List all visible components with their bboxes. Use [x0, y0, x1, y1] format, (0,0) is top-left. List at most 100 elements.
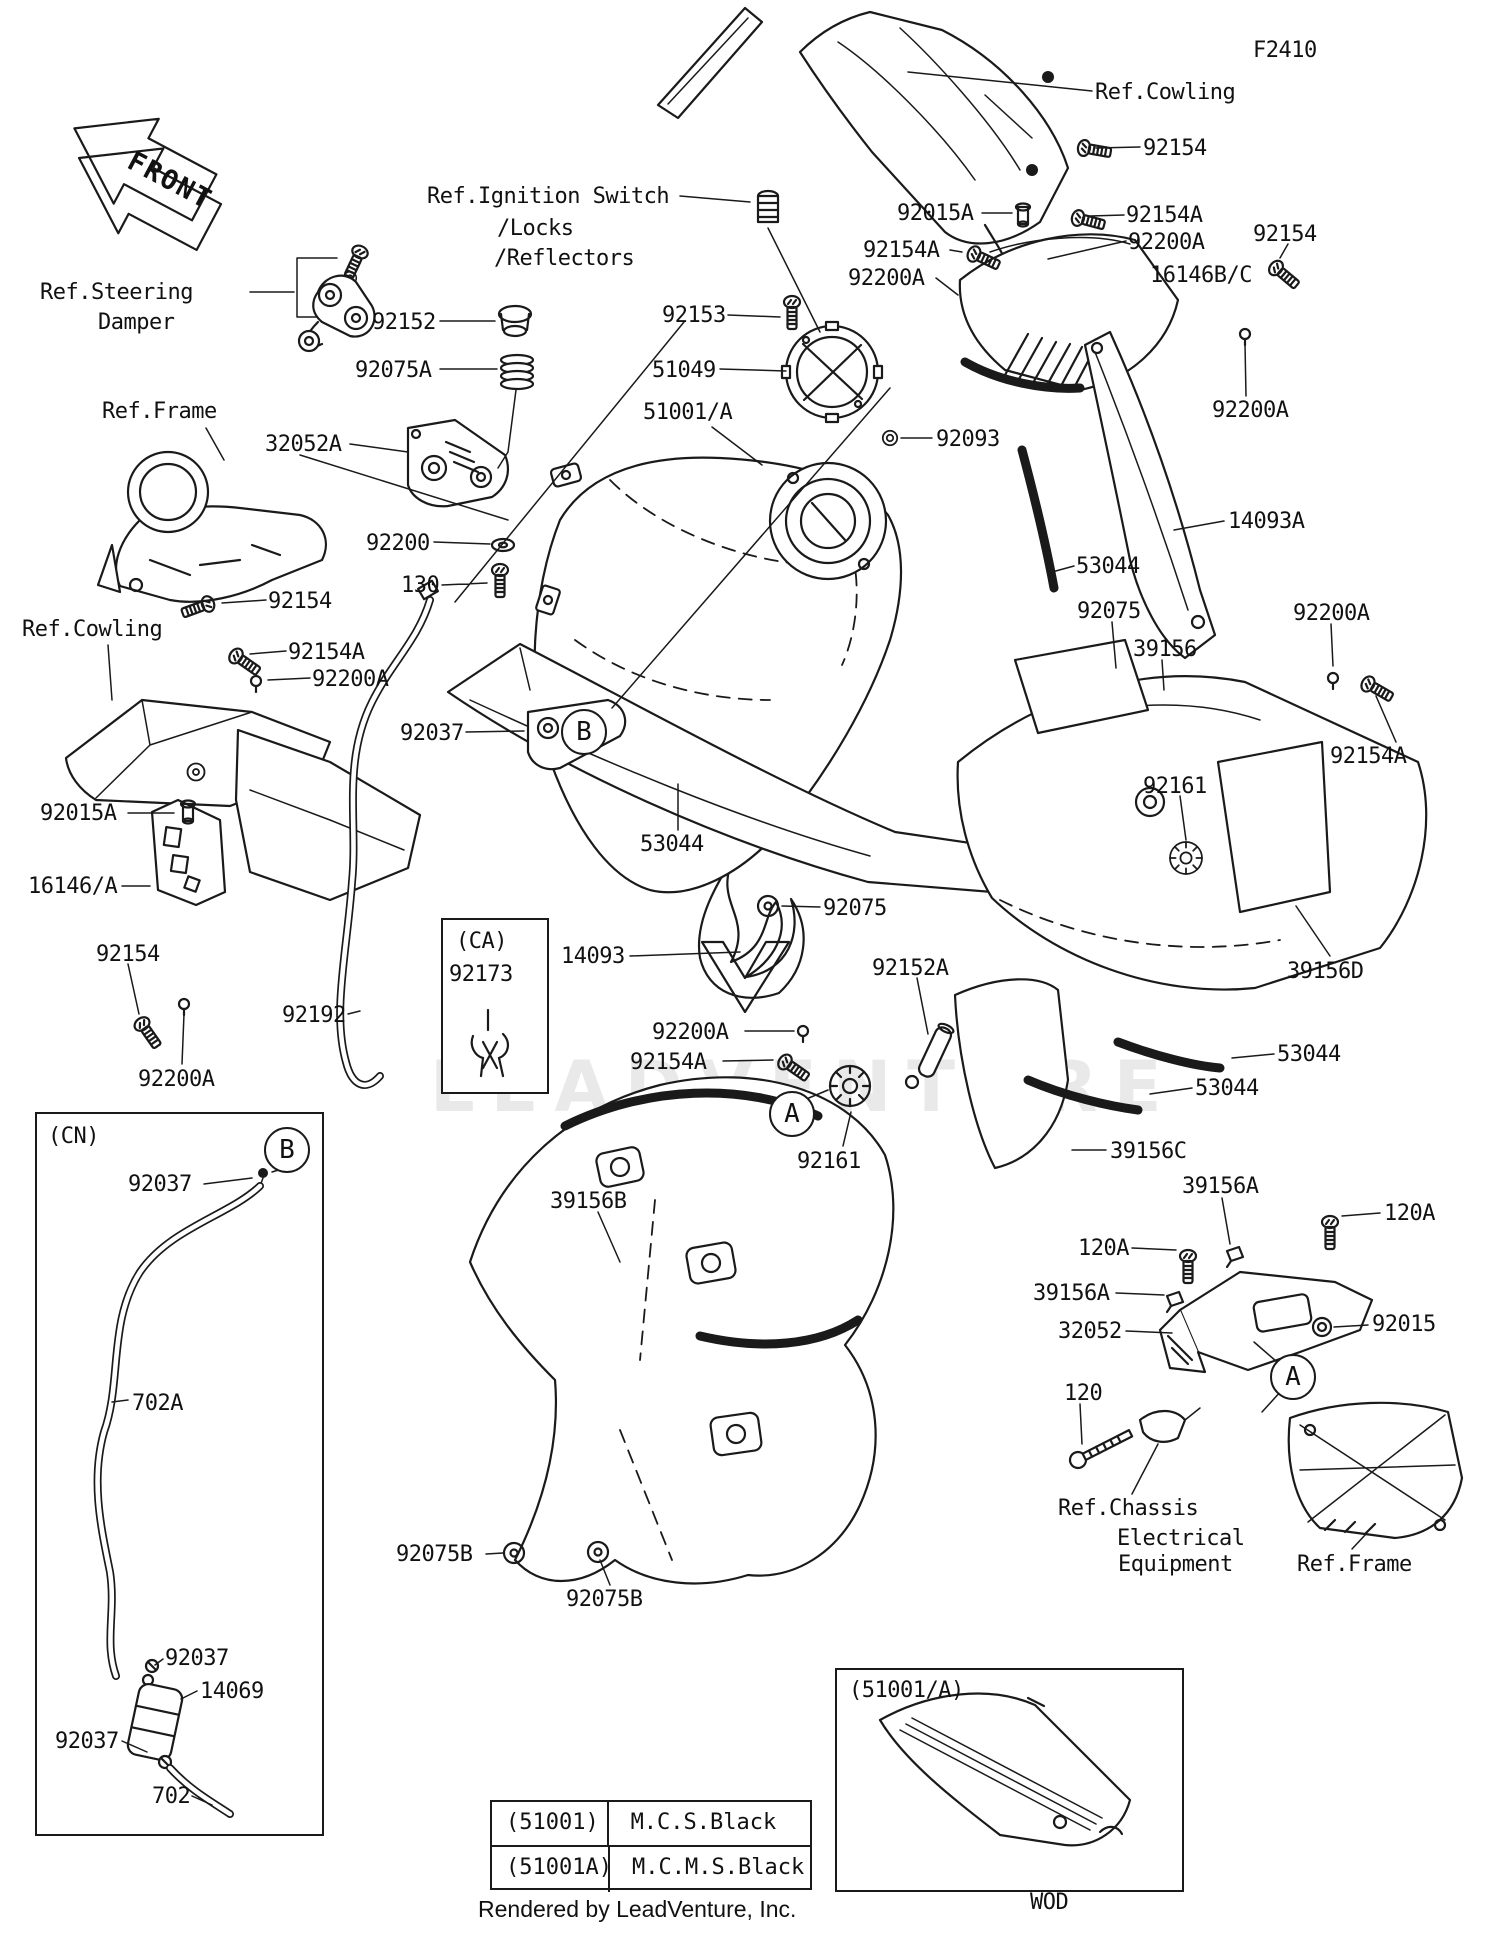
part-label: /Reflectors: [494, 246, 635, 271]
part-label: 51001/A: [643, 400, 733, 425]
part-label: 92037: [55, 1729, 119, 1754]
part-label: 53044: [640, 832, 704, 857]
part-label: 92152: [372, 310, 436, 335]
part-label: 92037: [400, 721, 464, 746]
part-label: 92200A: [312, 667, 389, 692]
fuel-cap-ring: [756, 189, 899, 447]
canister-14069: [126, 1682, 184, 1762]
part-label: 92075: [823, 896, 887, 921]
damper-bracket: [296, 242, 376, 353]
ca-option-box: [441, 918, 549, 1094]
part-label: (CA): [456, 929, 507, 954]
rear-bracket-32052: [1068, 1214, 1374, 1470]
ca-clip-icon: [470, 1008, 509, 1078]
part-label: 92154A: [630, 1050, 707, 1075]
part-label: 92154A: [1126, 203, 1203, 228]
part-label: 92075A: [355, 358, 432, 383]
frame-head: [96, 450, 327, 603]
color-name: M.C.S.Black: [630, 1810, 777, 1835]
part-label: 14069: [200, 1679, 264, 1704]
part-label: 92154: [96, 942, 160, 967]
part-label: 92015: [1372, 1312, 1436, 1337]
part-label: 92200: [366, 531, 430, 556]
film-39156C: [953, 978, 1070, 1170]
rubber-92075A: [499, 353, 535, 391]
part-label: 92154: [1143, 136, 1207, 161]
trim-strip-53044: [1113, 1037, 1225, 1073]
part-label: 39156D: [1287, 959, 1364, 984]
part-label: 16146/A: [28, 874, 118, 899]
part-label: 92161: [797, 1149, 861, 1174]
part-label: 92161: [1143, 774, 1207, 799]
part-label: Ref.Frame: [102, 399, 217, 424]
part-label: 120A: [1384, 1201, 1435, 1226]
part-label: F2410: [1253, 38, 1317, 63]
ignition-screw: [756, 189, 780, 224]
part-label: 92173: [449, 962, 513, 987]
part-label: 92093: [936, 427, 1000, 452]
part-label: WOD: [1030, 1890, 1069, 1915]
part-label: 92154: [1253, 222, 1317, 247]
part-label: 16146B/C: [1150, 263, 1252, 288]
film-39156: [1013, 638, 1150, 735]
callout-circle-B: B: [264, 1127, 310, 1173]
part-label: Electrical: [1117, 1526, 1245, 1551]
part-label: 14093A: [1228, 509, 1305, 534]
part-label: 702A: [132, 1391, 183, 1416]
color-table-row: (51001) M.C.S.Black: [492, 1802, 810, 1847]
part-label: 92015A: [897, 201, 974, 226]
part-label: 92037: [128, 1172, 192, 1197]
part-label: 51049: [652, 358, 716, 383]
part-label: Ref.Steering: [40, 280, 193, 305]
rear-cover: [828, 638, 1428, 1170]
part-label: 92200A: [652, 1020, 729, 1045]
part-label: 702: [152, 1784, 191, 1809]
part-label: 92200A: [1212, 398, 1289, 423]
film-39156D: [1216, 740, 1332, 914]
cn-hose-assembly: [93, 1168, 268, 1818]
part-label: (51001/A): [849, 1678, 964, 1703]
part-label: 92200A: [848, 266, 925, 291]
watermark-logo: [697, 850, 805, 1014]
part-label: 120A: [1078, 1236, 1129, 1261]
part-label: 92200A: [1293, 601, 1370, 626]
part-label: 130: [401, 573, 440, 598]
damper-mount-92152: [497, 304, 533, 338]
lower-cowl-16146A: [234, 728, 422, 902]
part-label: 32052: [1058, 1319, 1122, 1344]
part-label: 92154A: [288, 640, 365, 665]
rendered-by-credit: Rendered by LeadVenture, Inc.: [478, 1896, 797, 1922]
frame-section: [1287, 1401, 1464, 1540]
inset-tank-sketch: [878, 1692, 1132, 1847]
color-code: (51001A): [492, 1847, 612, 1892]
right-cowling: [958, 233, 1180, 593]
cn-option-box: [35, 1112, 324, 1836]
side-brace-14093A: [1083, 327, 1397, 706]
part-label: 39156A: [1033, 1281, 1110, 1306]
color-name: M.C.M.S.Black: [632, 1855, 805, 1880]
part-label: 39156: [1133, 637, 1197, 662]
color-code: (51001): [492, 1802, 609, 1845]
part-label: (CN): [48, 1124, 99, 1149]
fuel-hose-92192: [336, 579, 547, 1089]
part-label: 92200A: [1128, 230, 1205, 255]
part-label: 92154: [268, 589, 332, 614]
part-label: Ref.Cowling: [22, 617, 163, 642]
part-label: 92200A: [138, 1067, 215, 1092]
part-label: 92192: [282, 1003, 346, 1028]
color-inset-box: [835, 1668, 1184, 1892]
part-label: Ref.Ignition Switch: [427, 184, 670, 209]
mounting-plate: [406, 304, 535, 599]
left-cowling: [64, 593, 422, 1052]
callout-circle-A: A: [1270, 1354, 1316, 1400]
part-label: 32052A: [265, 432, 342, 457]
part-label: 92075B: [566, 1587, 643, 1612]
callout-circle-A: A: [769, 1091, 815, 1137]
part-label: 92037: [165, 1646, 229, 1671]
trim-strip-53044: [1017, 445, 1059, 593]
damper-tube-92152A: [917, 1022, 955, 1078]
color-table-row: (51001A) M.C.M.S.Black: [492, 1847, 810, 1892]
